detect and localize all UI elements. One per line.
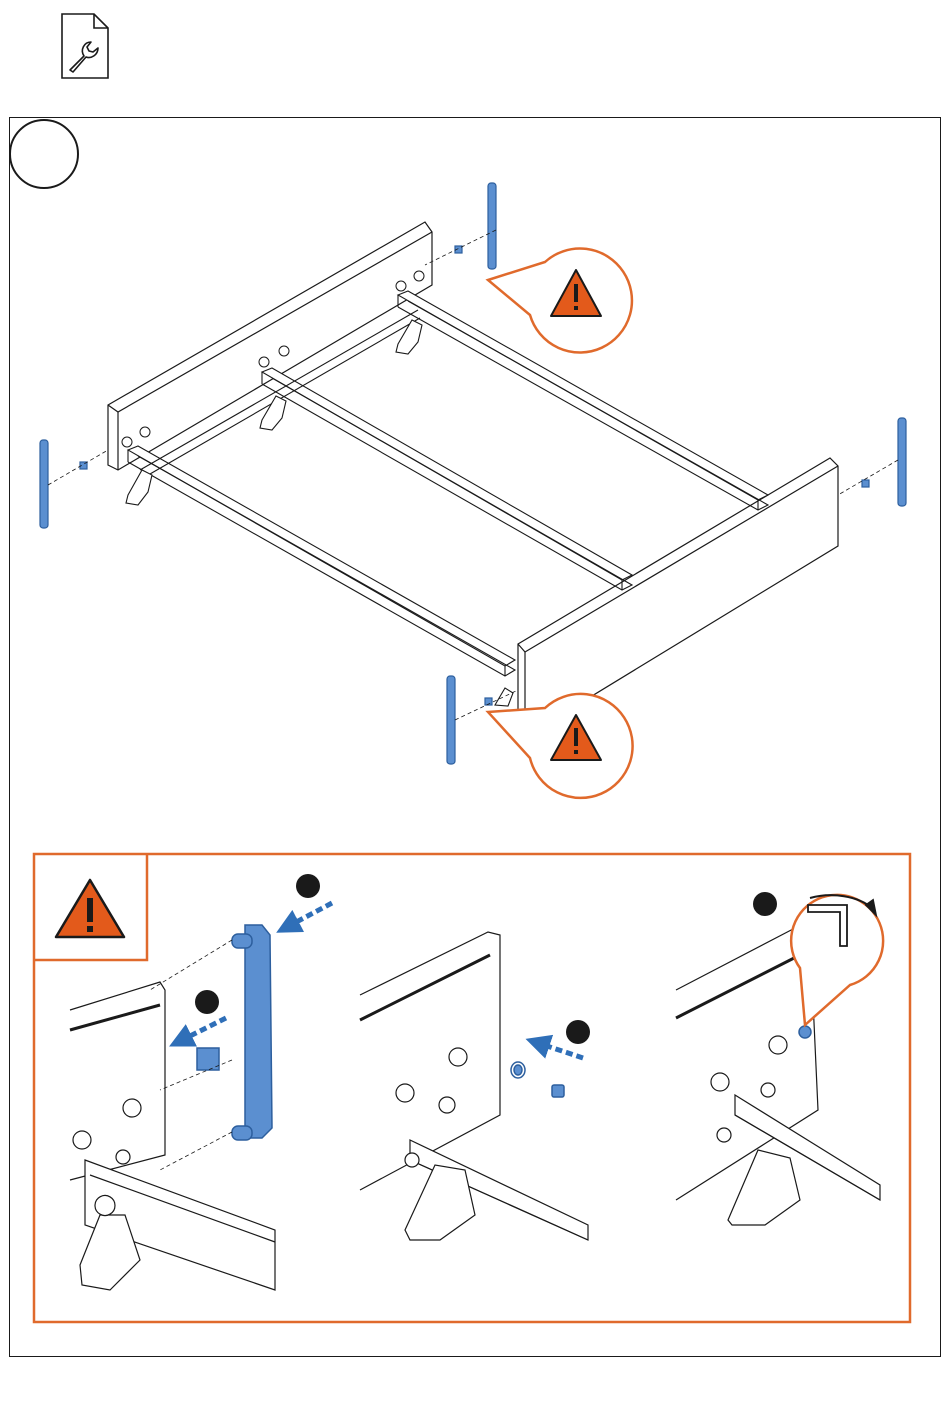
detail-panel [34, 854, 910, 1322]
step-dot [566, 1020, 590, 1044]
step-dot [296, 874, 320, 898]
warning-callout-bottom [488, 694, 633, 798]
warning-callout-top [488, 249, 632, 353]
step-dot [753, 892, 777, 916]
washer-and-screw [511, 1062, 564, 1097]
dashed-arrow-icon [178, 1018, 226, 1042]
clip-front-right [898, 418, 906, 506]
dashed-arrow-icon [285, 903, 332, 928]
dashed-arrow-icon [535, 1042, 583, 1058]
clip-rear-left [40, 440, 48, 528]
blue-clip-detail [197, 925, 272, 1140]
warning-icon [56, 880, 124, 937]
clip-rear-right [488, 183, 496, 269]
clip-front-left [447, 676, 455, 764]
tightened-screw [799, 1026, 811, 1038]
zoom-bubble [791, 895, 883, 1025]
nut [862, 480, 869, 487]
step-dot [195, 990, 219, 1014]
